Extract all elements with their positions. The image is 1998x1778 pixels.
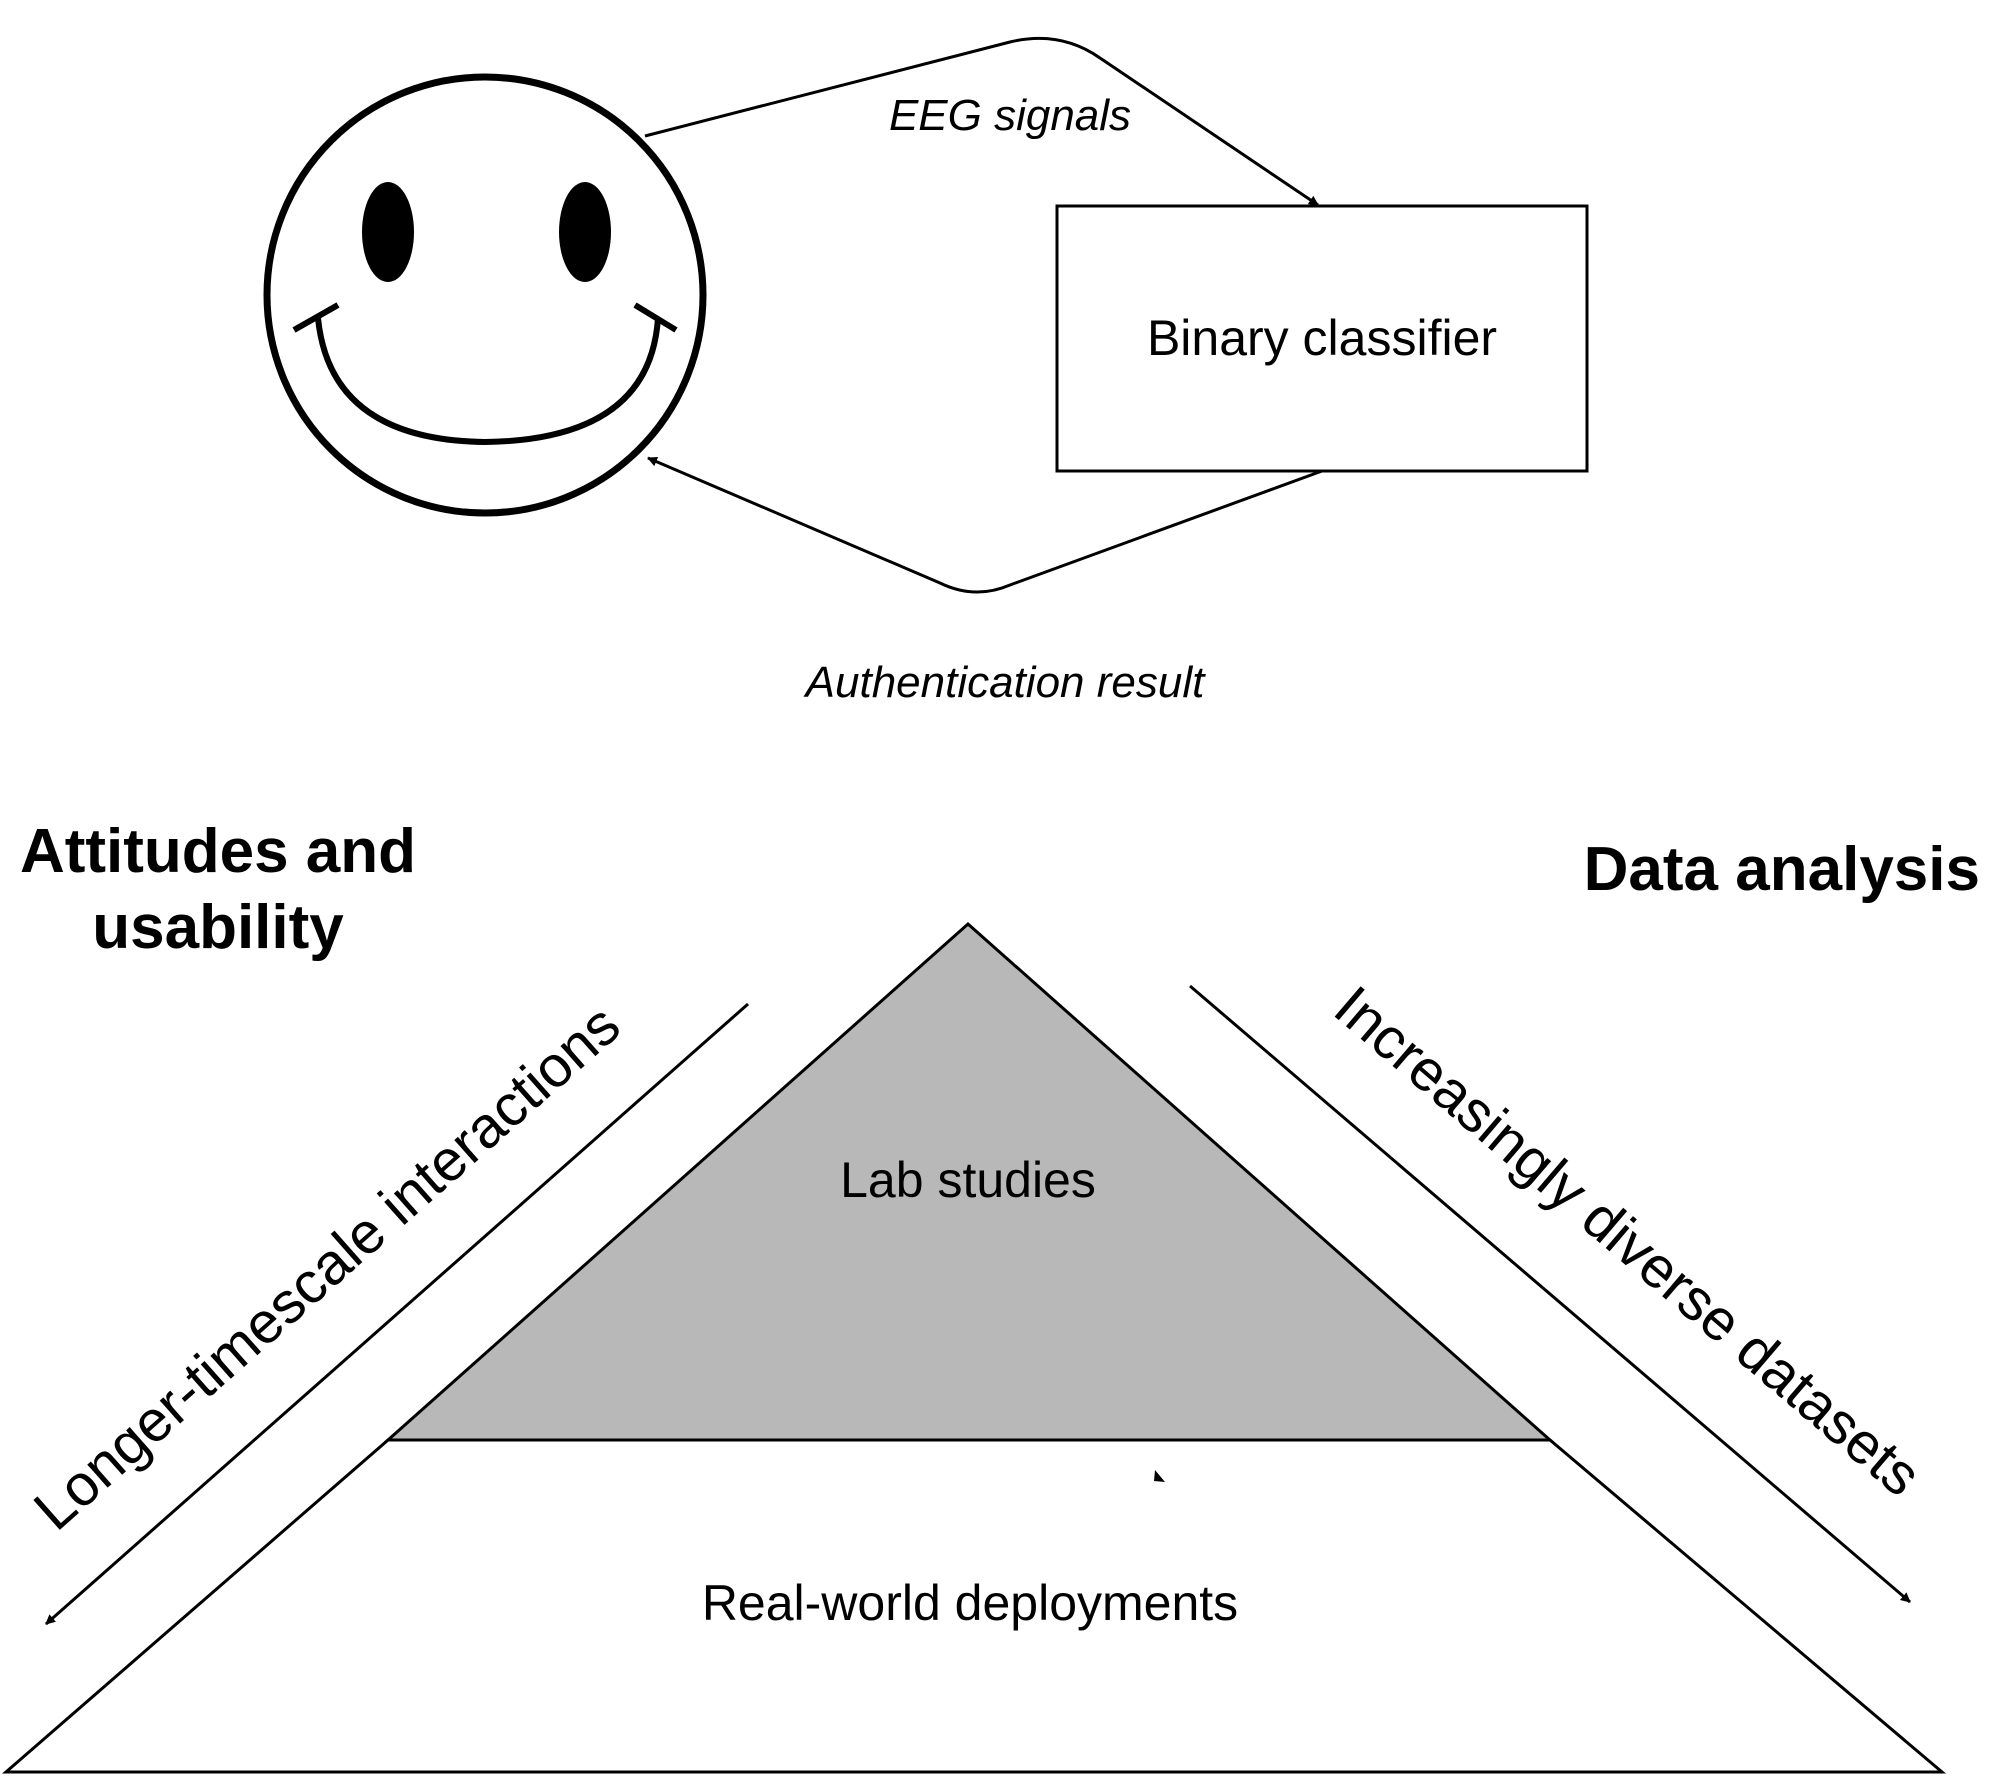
binary-classifier-box [1055,204,1589,473]
data-analysis-heading: Data analysis [1584,835,1980,904]
stray-arrowhead-mark [1154,1470,1165,1482]
authentication-result-arrow [647,456,1323,594]
smiley-face-icon [263,73,707,517]
eeg-signals-arrow [644,36,1319,207]
increasingly-diverse-arrow [1189,984,1911,1604]
attitudes-heading-line2: usability [92,893,344,962]
real-world-deployments-label: Real-world deployments [702,1575,1238,1631]
binary-classifier-label: Binary classifier [1147,310,1497,366]
smile-mouth [315,317,661,446]
eeg-signals-label: EEG signals [889,91,1131,140]
attitudes-heading-line1: Attitudes and [20,817,416,886]
smile-right-cap [633,302,678,333]
face-outline [263,73,707,517]
right-eye [559,182,611,282]
authentication-result-label: Authentication result [803,658,1206,707]
real-world-deployments-layer [1,1438,1947,1774]
smile-left-cap [292,302,340,333]
longer-timescale-arrow [45,1002,749,1626]
left-eye [362,182,414,282]
lab-studies-label: Lab studies [840,1152,1096,1208]
